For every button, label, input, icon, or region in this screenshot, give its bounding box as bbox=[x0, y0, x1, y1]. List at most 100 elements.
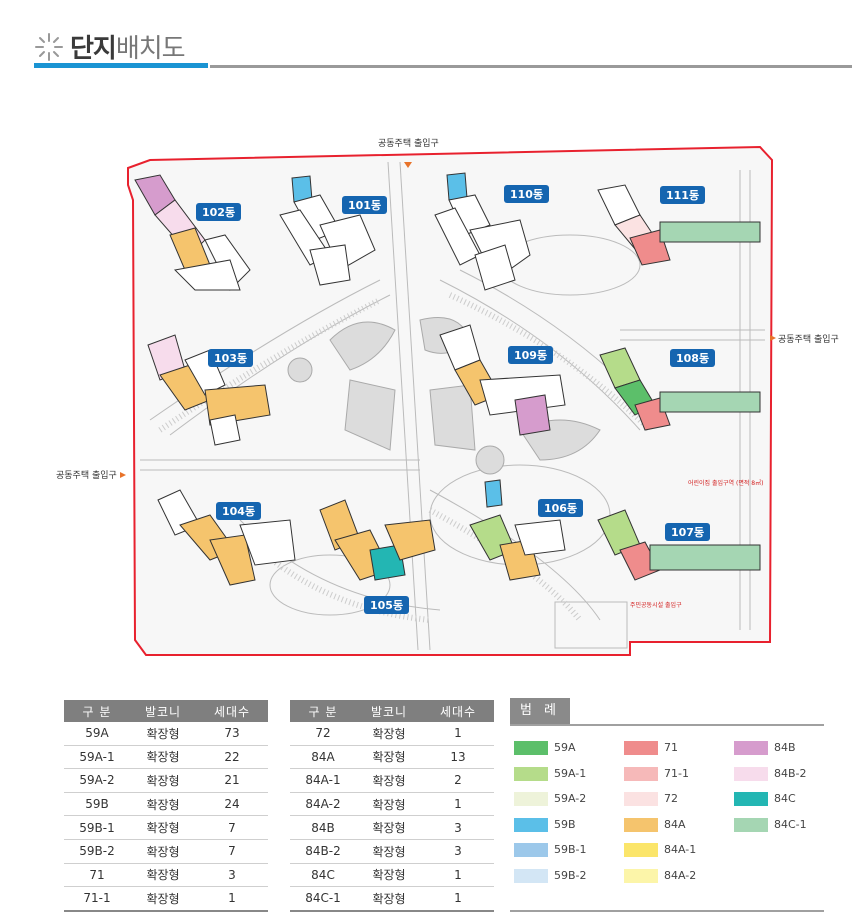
cell-balcony: 확장형 bbox=[356, 768, 422, 793]
cell-balcony: 확장형 bbox=[130, 839, 196, 864]
cell-count: 1 bbox=[422, 886, 494, 912]
legend-swatch bbox=[514, 792, 548, 807]
building-tag-108: 108동 bbox=[670, 349, 716, 367]
cell-type: 71-1 bbox=[64, 886, 130, 912]
cell-count: 13 bbox=[422, 745, 494, 770]
cell-balcony: 확장형 bbox=[356, 815, 422, 840]
building-tag-106: 106동 bbox=[538, 499, 584, 517]
legend-label: 84C bbox=[774, 792, 796, 806]
cell-balcony: 확장형 bbox=[130, 722, 196, 746]
map-note-1: 어린이집 출입구역 (면적 8㎡) bbox=[688, 480, 764, 487]
legend-swatch bbox=[514, 843, 548, 858]
legend-label: 59B bbox=[554, 817, 576, 831]
cell-count: 1 bbox=[422, 863, 494, 888]
legend-label: 59A-2 bbox=[554, 792, 587, 806]
legend-label: 71 bbox=[664, 741, 678, 754]
cell-balcony: 확장형 bbox=[356, 839, 422, 864]
legend-swatch bbox=[624, 766, 658, 781]
cell-type: 59B-2 bbox=[64, 839, 130, 864]
sparkle-icon bbox=[35, 33, 63, 61]
cell-count: 1 bbox=[196, 886, 268, 912]
cell-count: 22 bbox=[196, 745, 268, 770]
building-tag-101: 101동 bbox=[342, 196, 388, 214]
title-rest: 배치도 bbox=[115, 34, 186, 64]
site-plan-map: 공동주택 출입구 공동주택 출입구 공동주택 출입구 101동 102동 103… bbox=[0, 130, 852, 670]
cell-balcony: 확장형 bbox=[356, 886, 422, 912]
cell-type: 72 bbox=[290, 722, 356, 746]
table-header-type: 구 분 bbox=[290, 700, 356, 722]
cell-balcony: 확장형 bbox=[130, 863, 196, 888]
building-tag-103: 103동 bbox=[208, 349, 254, 367]
legend-swatch bbox=[514, 869, 548, 883]
legend-swatch bbox=[734, 741, 768, 755]
legend-swatch bbox=[624, 843, 658, 858]
cell-count: 7 bbox=[196, 839, 268, 864]
legend-label: 72 bbox=[664, 792, 678, 806]
cell-count: 73 bbox=[196, 722, 268, 746]
entrance-left-label: 공동주택 출입구 bbox=[56, 471, 117, 481]
legend-swatch bbox=[514, 817, 548, 832]
cell-balcony: 확장형 bbox=[356, 863, 422, 888]
table-header-type: 구 분 bbox=[64, 700, 130, 722]
cell-balcony: 확장형 bbox=[130, 745, 196, 770]
cell-type: 59A-2 bbox=[64, 768, 130, 793]
cell-count: 1 bbox=[422, 722, 494, 746]
cell-balcony: 확장형 bbox=[356, 745, 422, 770]
cell-type: 84B-2 bbox=[290, 839, 356, 864]
table-header-balcony: 발코니 bbox=[356, 700, 422, 722]
cell-count: 7 bbox=[196, 815, 268, 840]
cell-type: 84C-1 bbox=[290, 886, 356, 912]
legend-swatch bbox=[734, 792, 768, 807]
legend-swatch bbox=[624, 792, 658, 807]
title-underline-accent bbox=[34, 63, 208, 68]
table-header-count: 세대수 bbox=[196, 700, 268, 722]
cell-type: 71 bbox=[64, 863, 130, 888]
legend-label: 84A bbox=[664, 817, 686, 831]
legend-swatch bbox=[514, 741, 548, 755]
cell-count: 1 bbox=[422, 792, 494, 817]
building-tag-102: 102동 bbox=[196, 203, 242, 221]
cell-type: 84A-1 bbox=[290, 768, 356, 793]
cell-type: 84B bbox=[290, 815, 356, 840]
cell-type: 84A-2 bbox=[290, 792, 356, 817]
building-tag-111: 111동 bbox=[660, 186, 706, 204]
cell-type: 59A-1 bbox=[64, 745, 130, 770]
title-underline bbox=[210, 65, 852, 68]
cell-balcony: 확장형 bbox=[130, 815, 196, 840]
legend-header: 범 례 bbox=[510, 698, 824, 726]
site-plan-drawing bbox=[120, 145, 776, 656]
legend-label: 84B-2 bbox=[774, 766, 807, 780]
legend-label: 84B bbox=[774, 741, 796, 754]
cell-type: 84A bbox=[290, 745, 356, 770]
legend-divider bbox=[510, 910, 824, 912]
entrance-right-label: 공동주택 출입구 bbox=[778, 335, 839, 345]
cell-type: 59B-1 bbox=[64, 815, 130, 840]
legend-swatch bbox=[734, 766, 768, 781]
legend-swatch bbox=[514, 766, 548, 781]
cell-count: 3 bbox=[196, 863, 268, 888]
cell-type: 59A bbox=[64, 722, 130, 746]
legend-label: 59B-2 bbox=[554, 869, 587, 882]
title-strong: 단지 bbox=[70, 34, 117, 64]
building-tag-110: 110동 bbox=[504, 185, 550, 203]
building-tag-105: 105동 bbox=[364, 596, 410, 614]
cell-balcony: 확장형 bbox=[130, 768, 196, 793]
building-tag-109: 109동 bbox=[508, 346, 554, 364]
legend-label: 59A bbox=[554, 741, 576, 754]
legend-swatch bbox=[624, 869, 658, 883]
legend-label: 84C-1 bbox=[774, 817, 807, 831]
cell-count: 3 bbox=[422, 815, 494, 840]
cell-balcony: 확장형 bbox=[356, 722, 422, 746]
